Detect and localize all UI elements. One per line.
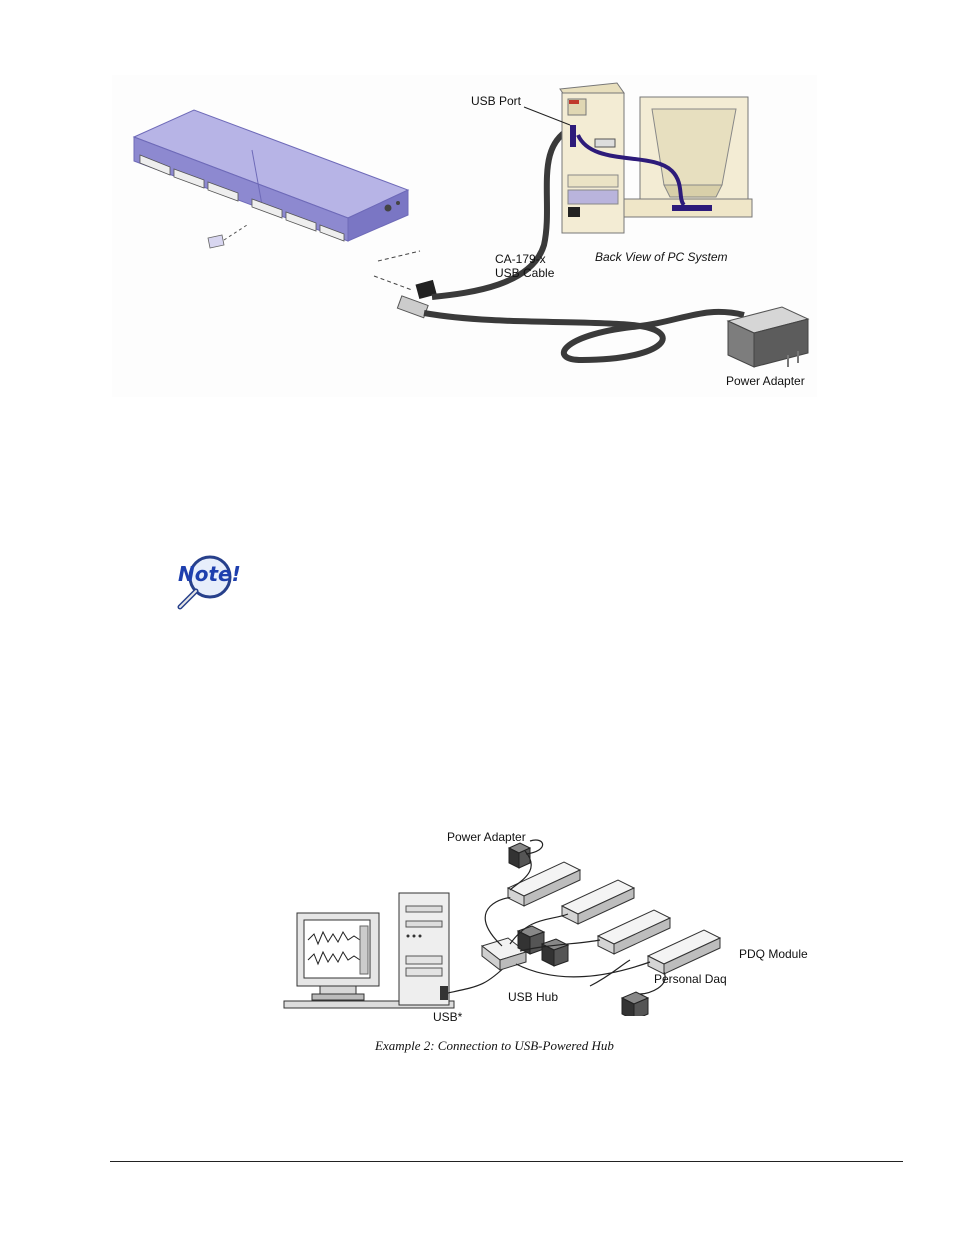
monitor-icon: [576, 96, 753, 218]
desktop-monitor-icon: [283, 912, 455, 1009]
figure-2-illustration: [283, 839, 722, 1021]
note-text: Note!: [178, 562, 241, 586]
power-adapter-icon: [726, 306, 810, 368]
figure-2-usb-hub-connection: Power Adapter PDQ Module Personal Daq US…: [280, 826, 808, 1024]
personal-daq-label: Personal Daq: [654, 972, 727, 986]
daq-module-icon-1: [506, 861, 582, 907]
pdq-module-label: PDQ Module: [739, 947, 808, 961]
daq-module-icon-4: [646, 929, 722, 975]
figure-1-usb-connection: USB Port CA-179-x USB Cable Back View of…: [112, 75, 817, 397]
adapter-icon-3: [540, 938, 570, 967]
pc-tower-icon: [559, 82, 625, 234]
daq-module-icon-3: [596, 909, 672, 955]
usb-hub-label: USB Hub: [508, 990, 559, 1004]
daq-module-icon-2: [560, 879, 636, 925]
magnifier-icon: [177, 555, 232, 610]
usb-cable-label-line1: CA-179-x: [495, 252, 546, 266]
adapter-icon-1: [507, 842, 532, 869]
usb-hub-icon: [480, 937, 528, 972]
usb-cable-icon: [431, 124, 576, 300]
figure-2-caption: Example 2: Connection to USB-Powered Hub: [375, 1038, 614, 1053]
pc-system-label: Back View of PC System: [595, 250, 728, 264]
adapter-icon-4: [620, 991, 650, 1021]
desktop-tower-icon: [398, 892, 450, 1006]
figure-1-illustration: [112, 75, 817, 397]
note-icon: Note!: [172, 553, 241, 611]
usb-port-label: USB Port: [471, 94, 522, 108]
daq-module-icon: [132, 109, 410, 249]
power-adapter-label: Power Adapter: [726, 374, 805, 388]
usb-cable-label-line2: USB Cable: [495, 266, 555, 280]
power-adapter-label-2: Power Adapter: [447, 830, 526, 844]
usb-plug-icon: [415, 279, 437, 300]
footer-rule: [110, 1161, 903, 1162]
power-cable-icon: [423, 308, 745, 364]
usb-label: USB*: [433, 1010, 463, 1024]
